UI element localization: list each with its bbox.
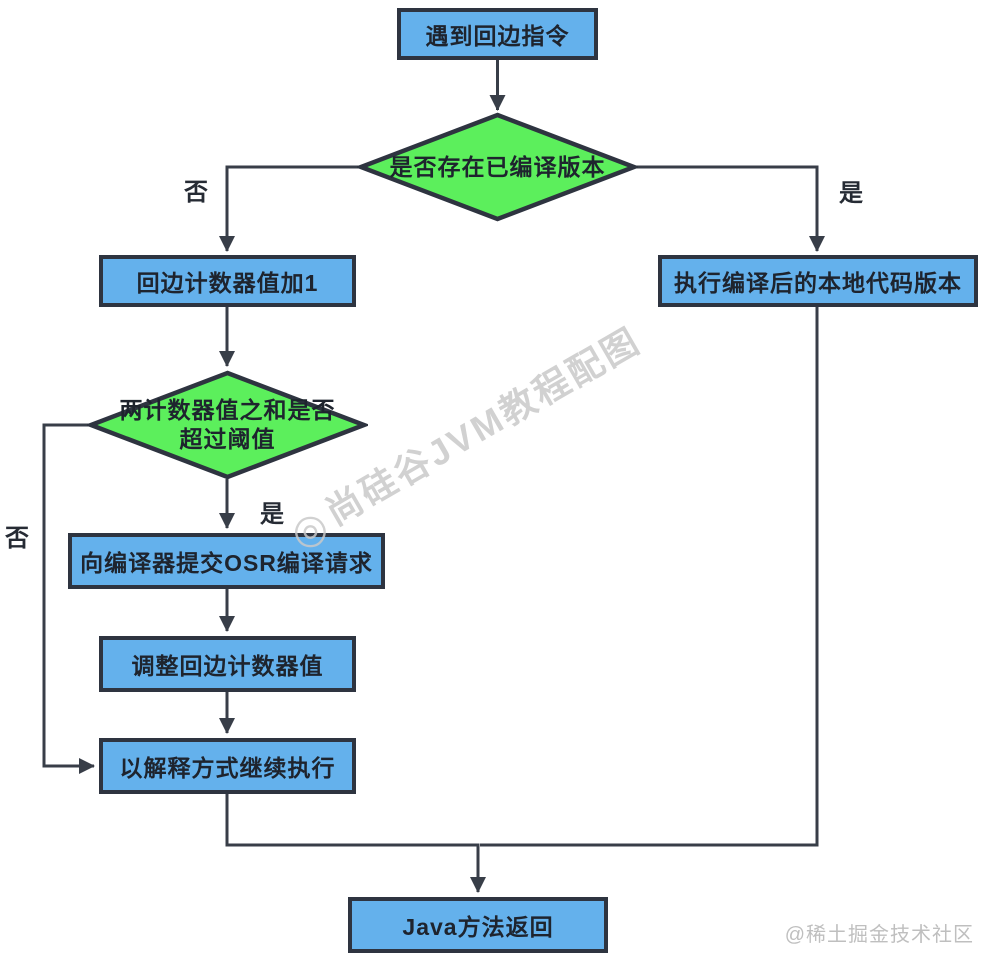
node-execute-native: 执行编译后的本地代码版本 bbox=[658, 255, 978, 307]
edge-interpret-to-return bbox=[225, 794, 486, 893]
node-submit-osr-label: 向编译器提交OSR编译请求 bbox=[80, 550, 373, 576]
edge-decision1-yes bbox=[634, 165, 825, 252]
node-start: 遇到回边指令 bbox=[397, 8, 598, 60]
edge-label-compiled-yes: 是 bbox=[839, 180, 864, 207]
edge-decision1-no bbox=[219, 165, 361, 252]
node-decision-threshold-label: 两计数器值之和是否 超过阈值 bbox=[119, 397, 336, 452]
node-java-return-label: Java方法返回 bbox=[402, 914, 554, 940]
credit-text: @稀土掘金技术社区 bbox=[784, 924, 974, 946]
node-increment-counter-label: 回边计数器值加1 bbox=[136, 270, 319, 296]
diamond-shape bbox=[87, 370, 368, 480]
edge-native-to-merge bbox=[480, 307, 819, 847]
node-execute-native-label: 执行编译后的本地代码版本 bbox=[674, 270, 962, 296]
edge-label-threshold-no: 否 bbox=[5, 525, 30, 552]
node-decision-threshold: 两计数器值之和是否 超过阈值 bbox=[87, 370, 368, 480]
node-interpret-continue: 以解释方式继续执行 bbox=[99, 738, 356, 794]
edge-decision2-no-loop bbox=[42, 423, 95, 774]
edge-label-threshold-yes: 是 bbox=[260, 501, 285, 528]
node-start-label: 遇到回边指令 bbox=[425, 23, 570, 49]
node-decision-compiled-version: 是否存在已编译版本 bbox=[357, 112, 638, 222]
node-adjust-counter: 调整回边计数器值 bbox=[99, 636, 356, 692]
node-java-return: Java方法返回 bbox=[348, 897, 608, 953]
node-increment-counter: 回边计数器值加1 bbox=[99, 255, 356, 307]
node-adjust-counter-label: 调整回边计数器值 bbox=[131, 653, 324, 679]
edge-label-compiled-no: 否 bbox=[184, 179, 209, 206]
node-submit-osr: 向编译器提交OSR编译请求 bbox=[68, 533, 385, 589]
node-decision-compiled-label: 是否存在已编译版本 bbox=[389, 153, 606, 180]
node-interpret-continue-label: 以解释方式继续执行 bbox=[119, 755, 336, 781]
diamond-shape bbox=[357, 112, 638, 222]
